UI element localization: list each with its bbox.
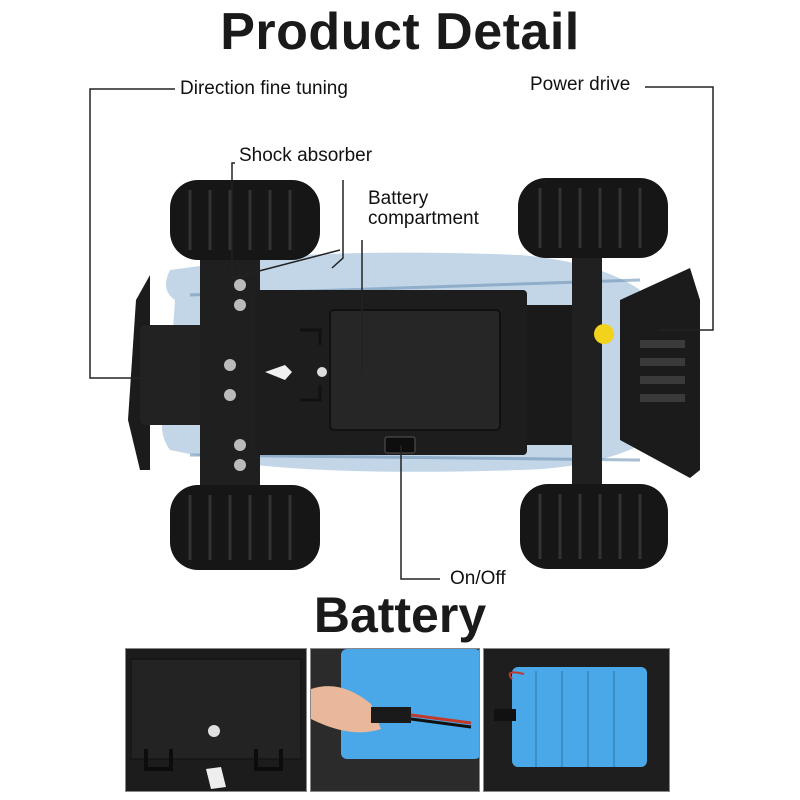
gear-ratio-sticker [594,324,614,344]
rear-left-tire [518,178,668,258]
battery-photo-installed [483,648,670,792]
motor-housing [527,305,577,445]
battery-photo-cover-closed [125,648,307,792]
front-right-tire [170,485,320,570]
callout-on-off: On/Off [450,568,506,589]
page-title: Product Detail [220,3,580,61]
battery-pack [341,649,479,759]
callout-lines [89,86,714,580]
front-left-tire [170,180,320,260]
callout-battery-line2: compartment [368,208,479,229]
callout-shock-absorber: Shock absorber [239,145,373,166]
battery-section-title: Battery [313,587,487,643]
rear-bumper-cage [620,268,700,478]
hand [311,686,381,733]
callout-power-drive: Power drive [530,74,631,95]
rear-right-tire [520,484,668,569]
battery-pack-installed [512,667,647,767]
callout-direction-fine-tuning: Direction fine tuning [180,78,348,99]
callout-battery-line1: Battery [368,188,429,209]
rear-axle [572,250,602,490]
battery-photo-connector [310,648,480,792]
battery-compartment-cover [329,309,501,431]
power-switch [384,436,416,454]
tires [170,178,668,570]
